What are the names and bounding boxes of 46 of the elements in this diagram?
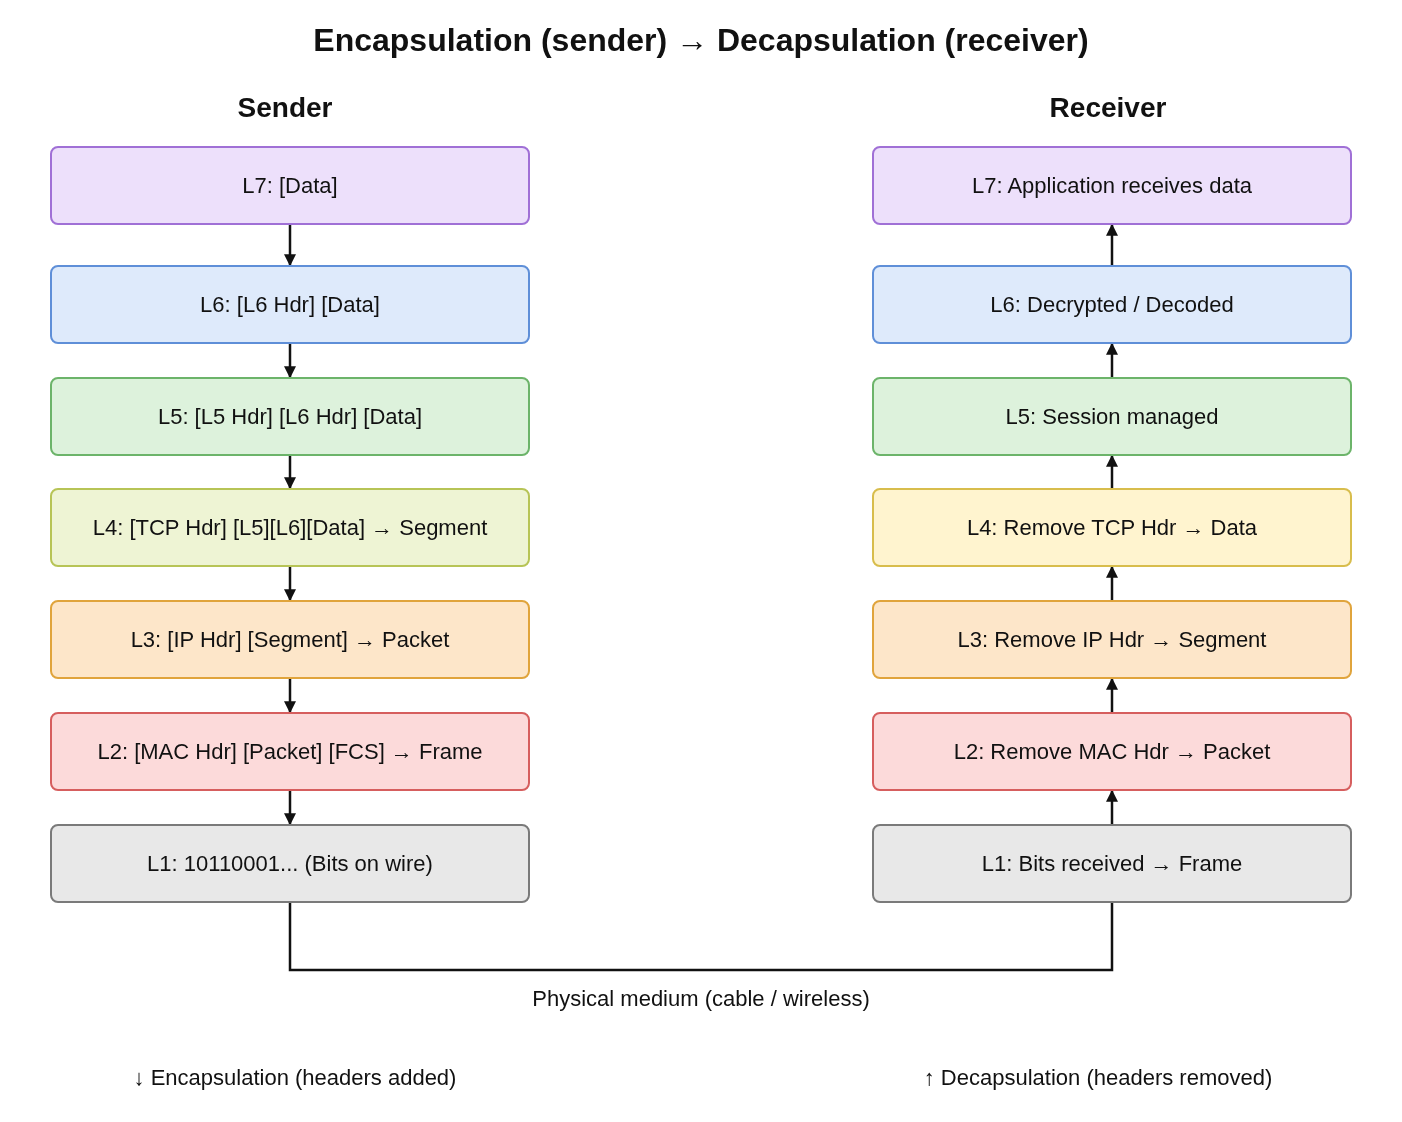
arrow: [1106, 454, 1118, 488]
column-heading: Sender: [236, 92, 334, 124]
arrow: [284, 225, 296, 267]
arrow: [1106, 565, 1118, 600]
layer-box: [872, 600, 1352, 679]
layer-box: [872, 712, 1352, 791]
layer-label: L6: [L6 Hdr] [Data]: [200, 291, 380, 318]
layer-box: [50, 488, 530, 567]
layer-label: L7: Application receives data: [971, 172, 1253, 199]
layer-box: [872, 265, 1352, 344]
arrow: [284, 791, 296, 826]
arrow: [284, 344, 296, 379]
title: Encapsulation (sender) → Decapsulation (receiver): [312, 22, 1090, 59]
layer-box: [50, 146, 530, 225]
layer-label: L7: [Data]: [242, 172, 338, 199]
layer-label: L3: Remove IP Hdr → Segment: [957, 626, 1267, 653]
layer-label: L3: [IP Hdr] [Segment] → Packet: [130, 626, 450, 653]
arrow: [1106, 789, 1118, 824]
layer-box: [872, 377, 1352, 456]
layer-label: L2: Remove MAC Hdr → Packet: [953, 738, 1271, 765]
arrow: [1106, 342, 1118, 377]
layer-label: L2: [MAC Hdr] [Packet] [FCS] → Frame: [97, 738, 483, 765]
legend-text: ↑ Decapsulation (headers removed): [922, 1065, 1274, 1091]
layer-box: [872, 488, 1352, 567]
layer-box: [50, 712, 530, 791]
layer-label: L1: Bits received → Frame: [981, 850, 1243, 877]
arrow: [284, 567, 296, 602]
column-heading: Receiver: [1048, 92, 1168, 124]
layer-box: [872, 146, 1352, 225]
arrow: [1106, 223, 1118, 265]
arrow: [1106, 677, 1118, 712]
layer-box: [50, 265, 530, 344]
layer-label: L4: [TCP Hdr] [L5][L6][Data] → Segment: [92, 514, 488, 541]
layer-box: [872, 824, 1352, 903]
layer-box: [50, 824, 530, 903]
layer-box: [50, 377, 530, 456]
arrow: [284, 679, 296, 714]
layer-label: L4: Remove TCP Hdr → Data: [966, 514, 1258, 541]
legend-text: ↓ Encapsulation (headers added): [132, 1065, 458, 1091]
layer-label: L5: [L5 Hdr] [L6 Hdr] [Data]: [157, 403, 423, 430]
layer-label: L5: Session managed: [1005, 403, 1219, 430]
connector-line: [288, 903, 1114, 972]
layer-box: [50, 600, 530, 679]
layer-label: L1: 10110001... (Bits on wire): [147, 850, 433, 877]
arrow: [284, 456, 296, 490]
layer-label: L6: Decrypted / Decoded: [990, 291, 1234, 318]
